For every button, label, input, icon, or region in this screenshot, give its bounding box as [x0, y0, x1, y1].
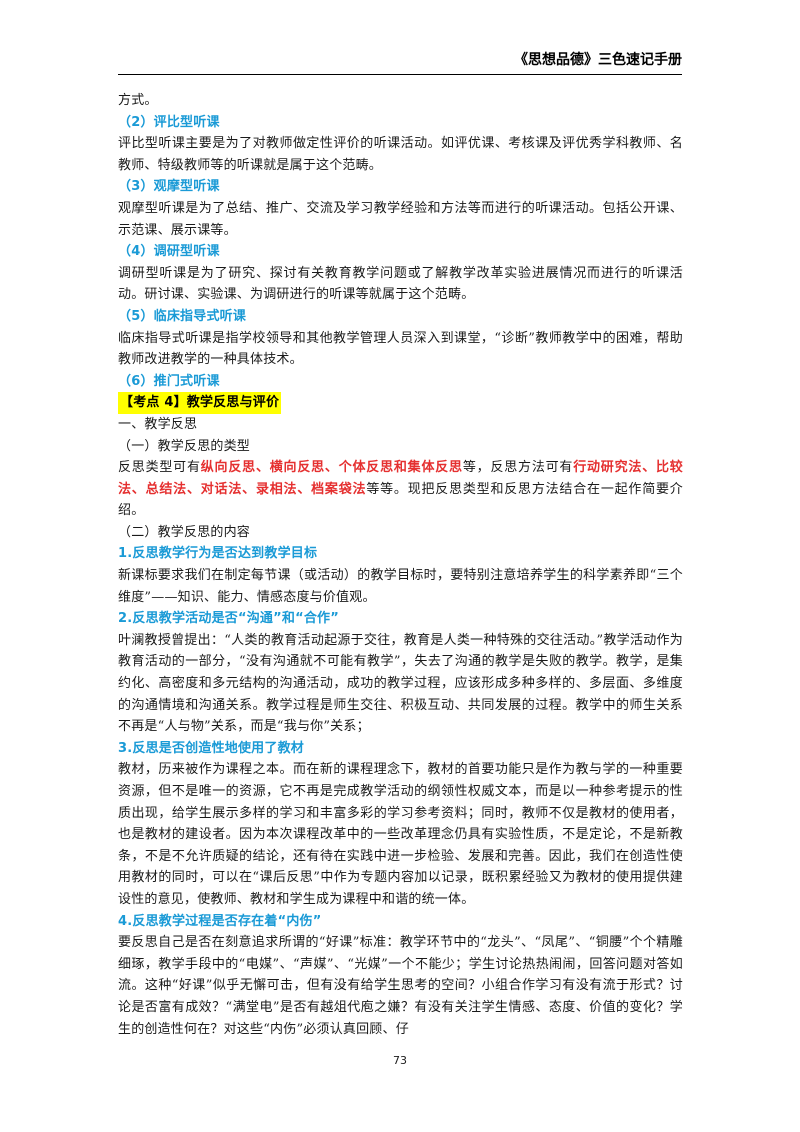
- header-title: 《思想品德》三色速记手册: [514, 52, 682, 68]
- subsection-title: 一、教学反思: [118, 416, 198, 432]
- paragraph: 观摩型听课是为了总结、推广、交流及学习教学经验和方法等而进行的听课活动。包括公开…: [118, 200, 683, 238]
- page-header: 《思想品德》三色速记手册: [118, 46, 682, 75]
- text-run: 等等。现把反思类型和反思方法结合在一起作简要介绍。: [118, 481, 683, 519]
- section-heading: （6）推门式听课: [118, 373, 220, 389]
- text-run: 反思类型可有: [118, 460, 201, 476]
- section-heading: 3.反思是否创造性地使用了教材: [118, 740, 304, 756]
- kaodian-heading: 【考点 4】教学反思与评价: [118, 392, 282, 414]
- subsection-title: （二）教学反思的内容: [118, 524, 251, 540]
- page-content: 方式。 （2）评比型听课 评比型听课主要是为了对教师做定性评价的听课活动。如评优…: [118, 90, 683, 1040]
- paragraph: 要反思自己是否在刻意追求所谓的“好课”标准：教学环节中的“龙头”、“凤尾”、“铜…: [118, 935, 683, 1037]
- section-heading: （2）评比型听课: [118, 114, 220, 130]
- highlight-reflection-methods: 行动研究法、比较法、总结法、对话法、录相法、档案袋法: [118, 460, 683, 497]
- paragraph: 调研型听课是为了研究、探讨有关教育教学问题或了解教学改革实验进展情况而进行的听课…: [118, 265, 683, 303]
- text-run: 等，反思方法可有: [462, 460, 574, 476]
- paragraph: 方式。: [118, 93, 158, 108]
- section-heading: 1.反思教学行为是否达到教学目标: [118, 546, 318, 562]
- paragraph: 临床指导式听课是指学校领导和其他教学管理人员深入到课堂，“诊断”教师教学中的困难…: [118, 330, 683, 368]
- section-heading: （3）观摩型听课: [118, 179, 220, 195]
- paragraph: 新课标要求我们在制定每节课（或活动）的教学目标时，要特别注意培养学生的科学素养即…: [118, 568, 683, 605]
- section-heading: 4.反思教学过程是否存在着“内伤”: [118, 913, 322, 929]
- reflection-types-paragraph: 反思类型可有纵向反思、横向反思、个体反思和集体反思等，反思方法可有行动研究法、比…: [118, 457, 683, 522]
- paragraph: 教材，历来被作为课程之本。而在新的课程理念下，教材的首要功能只是作为教与学的一种…: [118, 762, 683, 907]
- section-heading: （5）临床指导式听课: [118, 308, 247, 324]
- paragraph: 叶澜教授曾提出：“人类的教育活动起源于交往，教育是人类一种特殊的交往活动。”教学…: [118, 632, 683, 735]
- kaodian-heading-row: 【考点 4】教学反思与评价: [118, 392, 683, 414]
- page-number: 73: [393, 1054, 407, 1067]
- section-heading: （4）调研型听课: [118, 244, 220, 260]
- subsection-title: （一）教学反思的类型: [118, 438, 251, 454]
- section-heading: 2.反思教学活动是否“沟通”和“合作”: [118, 611, 339, 627]
- paragraph: 评比型听课主要是为了对教师做定性评价的听课活动。如评优课、考核课及评优秀学科教师…: [118, 136, 683, 173]
- highlight-reflection-types: 纵向反思、横向反思、个体反思和集体反思: [200, 460, 463, 476]
